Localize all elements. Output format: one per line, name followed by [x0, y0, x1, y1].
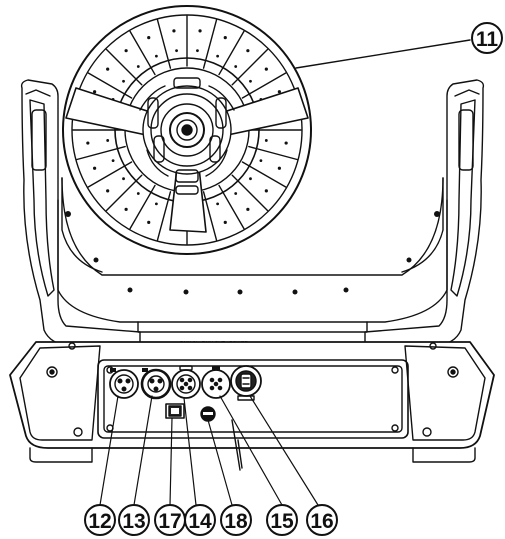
led-segment-screw — [264, 67, 268, 71]
led-segment-screw — [246, 49, 250, 53]
callouts: 11 12 13 17 14 18 15 16 — [84, 22, 503, 536]
led-segment-divider — [129, 184, 156, 230]
led-segment-screw — [147, 220, 151, 224]
led-segment-divider — [248, 145, 298, 161]
callout-12: 12 — [84, 504, 116, 536]
led-segment-screw — [246, 207, 250, 211]
led-segment-screw — [124, 207, 128, 211]
callout-18-label: 18 — [224, 510, 248, 533]
head-assembly — [61, 5, 471, 295]
led-segment-screw — [106, 139, 110, 142]
leader-lines — [99, 395, 319, 506]
led-segment-screw — [259, 159, 263, 163]
led-segment-screw — [86, 141, 90, 145]
callout-15: 15 — [266, 504, 298, 536]
leader-16 — [249, 395, 319, 506]
led-segment-divider — [156, 191, 172, 241]
leader-12 — [99, 395, 119, 506]
led-segment-screw — [198, 29, 202, 33]
led-segment-screw — [234, 192, 238, 195]
leader-13 — [133, 395, 153, 506]
leader-18 — [207, 419, 233, 506]
switch-17 — [165, 403, 185, 419]
led-segment-screw — [277, 166, 281, 170]
led-segment-screw — [223, 220, 227, 224]
led-segment-screw — [249, 79, 252, 83]
led-segment-divider — [231, 48, 269, 86]
led-segment-divider — [129, 30, 156, 76]
connector-15 — [201, 366, 231, 399]
led-segment-screw — [284, 141, 288, 145]
base — [9, 341, 495, 471]
center-hub — [139, 77, 235, 195]
connector-13 — [140, 368, 172, 400]
callout-17: 17 — [154, 504, 186, 536]
callout-12-label: 12 — [88, 510, 111, 533]
fuse-18 — [200, 406, 216, 422]
led-segment-divider — [202, 19, 218, 69]
callout-11-label: 11 — [476, 28, 499, 51]
led-segment-divider — [241, 161, 287, 188]
leader-11 — [295, 39, 471, 69]
led-segment-screw — [172, 29, 176, 33]
led-segment-screw — [122, 177, 125, 181]
callout-16-label: 16 — [310, 510, 333, 533]
led-segment-screw — [93, 166, 97, 170]
led-segment-divider — [218, 184, 245, 230]
led-segment-screw — [264, 139, 268, 142]
led-segment-divider — [105, 174, 143, 212]
led-segment-screw — [175, 49, 178, 53]
callout-13-label: 13 — [122, 510, 145, 533]
led-segment-screw — [106, 67, 110, 71]
leader-17 — [169, 417, 173, 506]
callout-17-label: 17 — [158, 510, 181, 533]
led-segment-divider — [76, 145, 126, 161]
callout-11: 11 — [471, 22, 503, 54]
callout-14-label: 14 — [188, 510, 212, 533]
led-segment-screw — [154, 54, 158, 58]
connector-12 — [109, 368, 139, 399]
leader-15 — [219, 395, 283, 506]
led-segment-divider — [231, 174, 269, 212]
led-segment-screw — [216, 54, 220, 58]
callout-18: 18 — [220, 504, 252, 536]
led-segment-screw — [216, 202, 220, 206]
callout-13: 13 — [118, 504, 150, 536]
led-segment-divider — [218, 30, 245, 76]
led-segment-screw — [136, 65, 140, 68]
led-segment-screw — [122, 79, 125, 83]
led-segment-screw — [277, 90, 281, 94]
connector-14 — [171, 365, 201, 399]
housing-screws — [65, 211, 440, 295]
led-segment-screw — [124, 49, 128, 53]
leader-14 — [183, 397, 197, 506]
led-segment-divider — [241, 72, 287, 99]
callout-15-label: 15 — [270, 510, 294, 533]
led-segment-divider — [156, 19, 172, 69]
led-segment-screw — [106, 189, 110, 193]
led-segment-screw — [147, 36, 151, 40]
connector-panel — [97, 359, 409, 439]
led-segment-divider — [202, 191, 218, 241]
led-segment-screw — [154, 202, 158, 206]
led-segment-divider — [87, 161, 133, 188]
connector-16 — [230, 365, 262, 401]
led-segment-screw — [136, 192, 140, 195]
led-segment-screw — [264, 189, 268, 193]
led-segment-screw — [93, 90, 97, 94]
callout-16: 16 — [306, 504, 338, 536]
led-segment-divider — [105, 48, 143, 86]
callout-14: 14 — [184, 504, 216, 536]
led-segment-screw — [223, 36, 227, 40]
led-segment-screw — [234, 65, 238, 68]
led-segment-screw — [196, 49, 199, 53]
led-segment-divider — [87, 72, 133, 99]
led-segment-screw — [111, 159, 115, 163]
led-segment-screw — [249, 177, 252, 181]
